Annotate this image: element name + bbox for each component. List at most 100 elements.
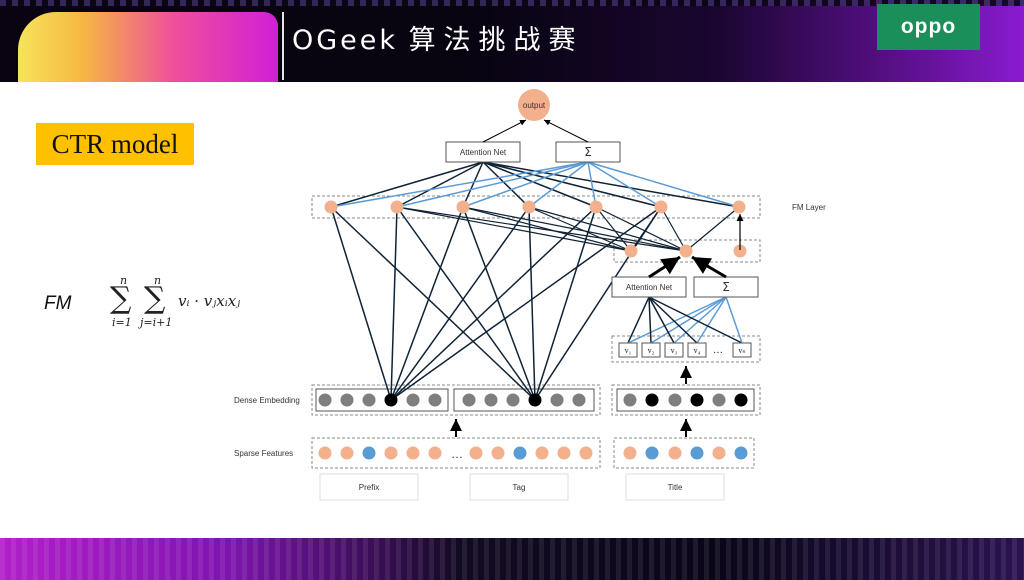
fm-layer-node xyxy=(390,200,404,214)
dense-node-title xyxy=(668,393,682,407)
input-prefix-label: Prefix xyxy=(359,483,379,492)
sparse-node-title xyxy=(690,446,704,460)
fm-layer-node xyxy=(589,200,603,214)
edge-fm-to-attention xyxy=(462,161,484,208)
arrow-sum-to-output xyxy=(543,119,589,143)
sparse-node-prefix xyxy=(384,446,398,460)
sparse-node-tag xyxy=(535,446,549,460)
v-vector-box xyxy=(611,335,761,363)
header-banner: OGeek 算法挑战赛 oppo xyxy=(0,0,1024,82)
footer-banner xyxy=(0,538,1024,580)
edge-fm-to-sub xyxy=(595,206,687,252)
edge-fm-to-attention xyxy=(482,161,530,208)
edge-v-to-attention xyxy=(648,296,698,344)
sparse-node-title xyxy=(645,446,659,460)
banner-gradient-shape xyxy=(18,12,278,82)
banner-stripes xyxy=(0,0,1024,6)
edge-embed-to-fm xyxy=(534,206,662,401)
edge-fm-to-sub xyxy=(462,206,632,252)
edge-fm-to-sub xyxy=(528,206,632,252)
edge-embed-to-fm xyxy=(390,206,398,401)
sum-top-symbol: Σ xyxy=(584,145,592,159)
v-box-ellipsis: … xyxy=(713,345,723,356)
dense-node-prefix xyxy=(384,393,398,407)
event-title-latin: OGeek xyxy=(292,25,399,56)
v-box-label: v₂ xyxy=(648,346,655,355)
sparse-features-label: Sparse Features xyxy=(234,449,293,458)
dense-node-tag xyxy=(528,393,542,407)
edge-fm-to-sub xyxy=(528,206,687,252)
dense-embedding-title-box xyxy=(616,388,755,412)
edge-fm-to-attention xyxy=(396,161,484,208)
dense-node-title xyxy=(645,393,659,407)
edge-v-to-attention xyxy=(648,296,675,344)
edge-fm-to-sub xyxy=(462,206,687,252)
edge-v-to-attention xyxy=(648,296,652,344)
sparse-features-box xyxy=(311,437,601,469)
edge-v-to-attention xyxy=(648,296,743,344)
input-tag-label: Tag xyxy=(513,483,526,492)
edge-fm-to-attention xyxy=(482,161,662,208)
edge-embed-to-fm xyxy=(534,206,597,401)
v-box-label: v₁ xyxy=(625,346,632,355)
fm-layer-node xyxy=(732,200,746,214)
edge-fm-to-sub xyxy=(660,206,687,252)
output-label: output xyxy=(523,101,546,110)
attention-net-right-label: Attention Net xyxy=(626,283,673,292)
arrow-attention-right-up xyxy=(648,255,681,279)
event-title-cn: 算法挑战赛 xyxy=(408,25,584,56)
sparse-node-tag xyxy=(513,446,527,460)
fm-sub-node xyxy=(733,244,747,258)
v-box-label: v₃ xyxy=(671,346,678,355)
dense-node-title xyxy=(734,393,748,407)
sparse-node-title xyxy=(712,446,726,460)
edge-v-to-sum xyxy=(673,296,727,344)
sparse-node-tag xyxy=(579,446,593,460)
edge-v-to-sum xyxy=(650,296,727,344)
edge-fm-to-sum xyxy=(587,161,597,208)
dense-node-tag xyxy=(462,393,476,407)
formula-body: vᵢ · vⱼxᵢxⱼ xyxy=(178,292,241,310)
edge-fm-to-sub xyxy=(595,206,632,252)
fm-sub-node xyxy=(679,244,693,258)
v-box xyxy=(687,342,707,358)
edge-fm-to-attention xyxy=(330,161,484,208)
edge-v-to-attention xyxy=(627,296,650,344)
fm-layer-node xyxy=(654,200,668,214)
edge-embed-to-fm xyxy=(390,206,597,401)
sparse-node-prefix xyxy=(406,446,420,460)
v-box xyxy=(641,342,661,358)
fm-layer-node xyxy=(324,200,338,214)
edge-fm-to-sub xyxy=(396,206,687,252)
arrow-sum-right-up xyxy=(691,255,727,279)
brand-logo: oppo xyxy=(877,4,980,50)
sparse-node-title xyxy=(623,446,637,460)
dense-node-prefix xyxy=(428,393,442,407)
fm-formula: n ∑ i=1 n ∑ j=i+1 vᵢ · vⱼxᵢxⱼ xyxy=(106,272,276,336)
edge-fm-to-sum xyxy=(396,161,589,208)
sum1-upper: n xyxy=(120,274,128,287)
sum2-lower: j=i+1 xyxy=(140,316,173,329)
dense-embedding-box xyxy=(311,384,601,416)
dense-node-prefix xyxy=(362,393,376,407)
dense-embedding-prefix-box xyxy=(315,388,449,412)
edge-embed-to-fm xyxy=(528,206,536,401)
edge-embed-to-fm xyxy=(330,206,536,401)
edge-fm-to-sum xyxy=(587,161,740,208)
input-prefix-box xyxy=(319,473,419,501)
input-title-label: Title xyxy=(668,483,683,492)
arrow-attention-to-output xyxy=(482,119,527,143)
dense-node-title xyxy=(690,393,704,407)
input-title-box xyxy=(625,473,725,501)
edge-v-to-sum xyxy=(696,296,727,344)
sum2-sigma: ∑ xyxy=(144,281,166,316)
edge-fm-to-sum xyxy=(330,161,589,208)
banner-separator xyxy=(282,12,284,80)
fm-label: FM xyxy=(44,293,72,314)
edge-fm-to-attention xyxy=(482,161,740,208)
edge-fm-to-sum xyxy=(462,161,589,208)
dense-node-prefix xyxy=(318,393,332,407)
dense-node-title xyxy=(712,393,726,407)
sparse-node-prefix xyxy=(362,446,376,460)
